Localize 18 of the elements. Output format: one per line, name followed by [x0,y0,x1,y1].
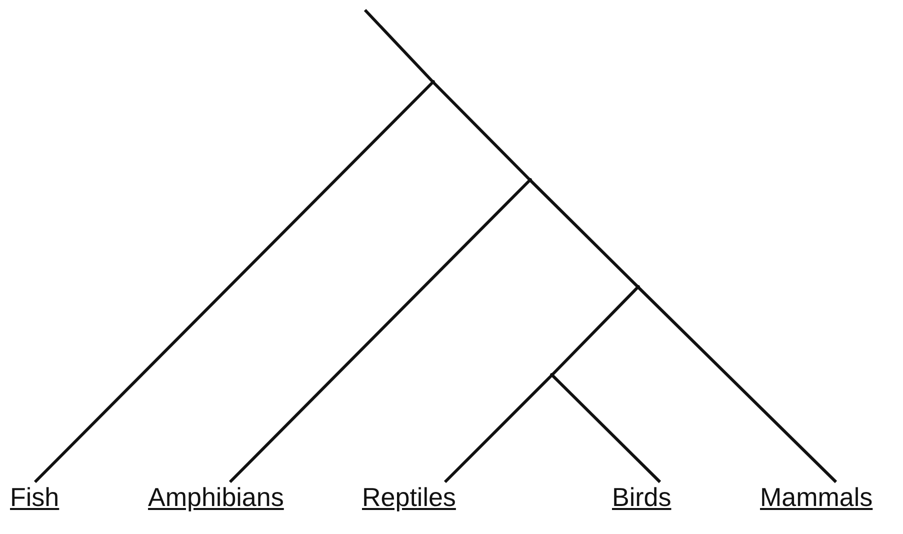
branch-point [550,373,554,377]
taxon-label: Mammals [760,482,873,512]
branch-line [528,178,640,288]
taxon-label: Reptiles [362,482,456,512]
taxon-label: Fish [10,482,60,512]
taxon-label: Birds [612,482,672,512]
branch-point [431,80,435,84]
branch-line [444,374,554,484]
branch-line [636,286,838,484]
branch-line [550,286,640,376]
branch-line [550,374,662,484]
branch-line [364,8,434,84]
taxon-label: Amphibians [148,482,284,512]
branch-line [34,80,434,484]
branch-line [228,178,532,484]
branch-point [528,178,532,182]
branch-point [636,285,640,289]
branch-line [432,80,532,182]
